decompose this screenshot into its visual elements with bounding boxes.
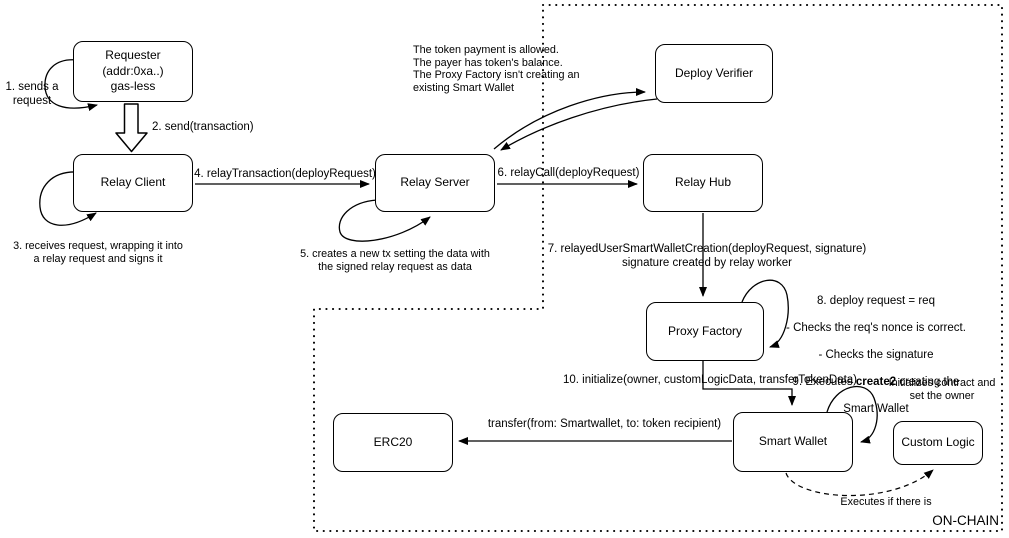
label-init-contract: Initializes contract and set the owner bbox=[888, 377, 996, 402]
loop-requester-arrow bbox=[44, 59, 98, 112]
label-step9-line1: 9. Executes create2 creating the bbox=[792, 375, 960, 388]
label-step6: 6. relayCall(deployRequest) bbox=[497, 167, 640, 179]
verifier-to-server-arrow bbox=[500, 98, 658, 151]
loop-proxy-factory-arrow bbox=[741, 279, 789, 348]
label-step7: 7. relayedUserSmartWalletCreation(deploy… bbox=[547, 243, 867, 269]
node-relay-client: Relay Client bbox=[73, 154, 193, 212]
label-executes-if-there-is: Executes if there is bbox=[840, 496, 932, 508]
label-verifier-note: The token payment is allowed. The payer … bbox=[413, 44, 580, 95]
label-step1: 1. sends a request bbox=[5, 81, 59, 107]
label-step5: 5. creates a new tx setting the data wit… bbox=[300, 248, 490, 273]
loop-relay-server-arrow bbox=[338, 199, 431, 242]
loop-smart-wallet-arrow bbox=[826, 385, 878, 444]
label-step4: 4. relayTransaction(deployRequest) bbox=[194, 168, 376, 180]
label-step9-line2: Smart Wallet bbox=[843, 403, 909, 416]
label-step8-line3: - Checks the signature bbox=[818, 348, 934, 361]
create2-bold-text: create2 bbox=[855, 375, 897, 388]
node-relay-server: Relay Server bbox=[375, 154, 495, 212]
node-relay-hub: Relay Hub bbox=[643, 154, 763, 212]
node-erc20: ERC20 bbox=[333, 413, 453, 472]
node-custom-logic: Custom Logic bbox=[893, 421, 983, 465]
label-step8-line1: 8. deploy request = req bbox=[817, 294, 935, 307]
node-smart-wallet: Smart Wallet bbox=[733, 412, 853, 472]
node-deploy-verifier: Deploy Verifier bbox=[655, 44, 773, 103]
label-step8-9: 8. deploy request = req - Checks the req… bbox=[760, 281, 992, 430]
initialize-arrow bbox=[702, 361, 796, 406]
label-step2: 2. send(transaction) bbox=[152, 121, 254, 133]
node-requester: Requester (addr:0xa..) gas-less bbox=[73, 41, 193, 102]
label-on-chain: ON-CHAIN bbox=[932, 513, 999, 528]
label-transfer: transfer(from: Smartwallet, to: token re… bbox=[487, 418, 722, 430]
loop-relay-client-arrow bbox=[39, 171, 97, 226]
node-proxy-factory: Proxy Factory bbox=[646, 302, 764, 361]
executes-dashed-arrow bbox=[785, 469, 934, 497]
server-to-verifier-arrow bbox=[493, 88, 646, 150]
send-transaction-block-arrow bbox=[115, 103, 148, 153]
label-step3: 3. receives request, wrapping it into a … bbox=[13, 240, 183, 265]
label-step10: 10. initialize(owner, customLogicData, t… bbox=[562, 374, 858, 386]
label-step8-line2: - Checks the req's nonce is correct. bbox=[786, 321, 966, 334]
